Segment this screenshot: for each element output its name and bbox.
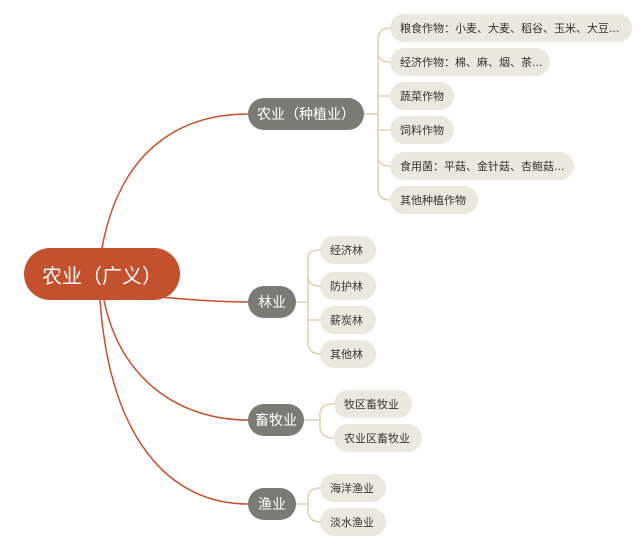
leaf-other-planting[interactable]: 其他种植作物: [390, 186, 478, 214]
connector-root-planting: [101, 113, 249, 249]
leaf-economic-forest[interactable]: 经济林: [320, 236, 376, 264]
leaf-label: 农业区畜牧业: [344, 432, 410, 445]
leaf-label: 海洋渔业: [330, 482, 374, 495]
leaf-label: 其他种植作物: [400, 194, 466, 207]
leaf-label: 经济作物：棉、麻、烟、茶...: [400, 56, 543, 69]
leaf-label: 经济林: [330, 244, 363, 257]
connector-forestry-leaves: [296, 249, 321, 355]
leaf-pastoral-husbandry[interactable]: 牧区畜牧业: [334, 390, 412, 418]
leaf-other-forest[interactable]: 其他林: [320, 340, 376, 368]
leaf-label: 食用菌：平菇、金针菇、杏鲍菇...: [400, 160, 565, 173]
branch-husbandry[interactable]: 畜牧业: [248, 404, 304, 436]
branch-forestry[interactable]: 林业: [248, 286, 296, 318]
leaf-label: 淡水渔业: [330, 516, 374, 529]
branch-label: 农业（种植业）: [257, 107, 355, 123]
branch-label: 畜牧业: [255, 413, 297, 429]
leaf-label: 饲料作物: [400, 124, 444, 137]
leaf-freshwater-fishery[interactable]: 淡水渔业: [320, 508, 386, 536]
root-label: 农业（广义）: [42, 263, 162, 288]
leaf-marine-fishery[interactable]: 海洋渔业: [320, 474, 386, 502]
leaf-label: 薪炭林: [330, 314, 363, 327]
connector-husbandry-leaves: [304, 403, 335, 439]
leaf-fuel-forest[interactable]: 薪炭林: [320, 306, 376, 334]
branch-planting[interactable]: 农业（种植业）: [248, 98, 364, 130]
connector-fishery-leaves: [296, 487, 321, 523]
branch-label: 林业: [258, 295, 286, 311]
leaf-edible-fungi[interactable]: 食用菌：平菇、金针菇、杏鲍菇...: [390, 152, 574, 180]
connector-root-fishery: [99, 299, 249, 505]
leaf-agricultural-husbandry[interactable]: 农业区畜牧业: [334, 424, 422, 452]
connector-planting-leaves: [364, 27, 391, 201]
leaf-label: 粮食作物：小麦、大麦、稻谷、玉米、大豆...: [400, 22, 620, 35]
leaf-forage-crops[interactable]: 饲料作物: [390, 116, 454, 144]
leaf-label: 其他林: [330, 348, 363, 361]
leaf-label: 防护林: [330, 280, 363, 293]
leaf-grain-crops[interactable]: 粮食作物：小麦、大麦、稻谷、玉米、大豆...: [390, 14, 632, 42]
connector-root-husbandry: [103, 299, 249, 421]
branch-fishery[interactable]: 渔业: [248, 488, 296, 520]
root-node[interactable]: 农业（广义）: [24, 248, 180, 300]
leaf-vegetable-crops[interactable]: 蔬菜作物: [390, 82, 454, 110]
leaf-cash-crops[interactable]: 经济作物：棉、麻、烟、茶...: [390, 48, 550, 76]
leaf-protection-forest[interactable]: 防护林: [320, 272, 376, 300]
leaf-label: 蔬菜作物: [400, 90, 444, 103]
leaf-label: 牧区畜牧业: [344, 398, 399, 411]
branch-label: 渔业: [258, 497, 286, 513]
